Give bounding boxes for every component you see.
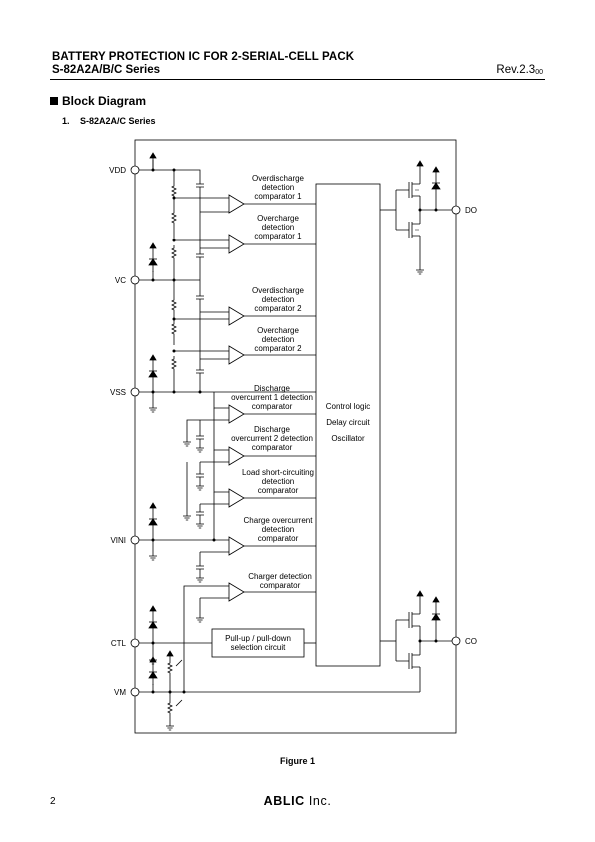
- od2-line-1: Overdischarge: [252, 286, 305, 295]
- chg-line-1: Charger detection: [248, 572, 312, 581]
- pin-vm-label: VM: [114, 688, 126, 697]
- oc1-line-2: detection: [262, 223, 294, 232]
- pin-do-label: DO: [465, 206, 477, 215]
- oc2-line-1: Overcharge: [257, 326, 299, 335]
- lsc-line-2: detection: [262, 477, 294, 486]
- revision-number: Rev.2.3: [496, 64, 536, 76]
- pin-vini-label: VINI: [110, 536, 126, 545]
- pin-do: DO: [451, 205, 477, 215]
- od2-line-3: comparator 2: [254, 304, 302, 313]
- header-rule: [50, 79, 545, 80]
- pin-vss-label: VSS: [110, 388, 126, 397]
- oc2-line-3: comparator 2: [254, 344, 302, 353]
- square-bullet-icon: [50, 97, 58, 105]
- logo-wordmark: ABLIC: [263, 794, 305, 808]
- pin-ctl: CTL: [111, 638, 140, 648]
- oscillator-label: Oscillator: [331, 434, 365, 443]
- oc1-line-3: comparator 1: [254, 232, 302, 241]
- lsc-line-3: comparator: [258, 486, 299, 495]
- revision-subnumber: 00: [535, 69, 543, 76]
- coc-line-2: detection: [262, 525, 294, 534]
- pin-vm: VM: [114, 687, 140, 697]
- doc1-line-1: Discharge: [254, 384, 291, 393]
- doc2-line-1: Discharge: [254, 425, 291, 434]
- od1-line-1: Overdischarge: [252, 174, 305, 183]
- page-number: 2: [50, 796, 56, 807]
- label-overdischarge-comparator-1: Overdischarge detection comparator 1: [252, 174, 305, 201]
- pin-ctl-label: CTL: [111, 639, 127, 648]
- pullup-line-2: selection circuit: [231, 643, 286, 652]
- delay-circuit-label: Delay circuit: [326, 418, 370, 427]
- section-title: Block Diagram: [62, 94, 147, 108]
- label-discharge-overcurrent-1: Discharge overcurrent 1 detection compar…: [231, 384, 313, 411]
- control-block-labels: Control logic Delay circuit Oscillator: [326, 402, 371, 443]
- series-name: S-82A2A/B/C Series: [52, 64, 161, 76]
- oc2-line-2: detection: [262, 335, 294, 344]
- control-logic-block: [315, 183, 381, 667]
- coc-line-3: comparator: [258, 534, 299, 543]
- oc1-line-1: Overcharge: [257, 214, 299, 223]
- pin-co-label: CO: [465, 637, 477, 646]
- label-charger-detection: Charger detection comparator: [248, 572, 312, 590]
- control-logic-label: Control logic: [326, 402, 370, 411]
- pullup-line-1: Pull-up / pull-down: [225, 634, 291, 643]
- label-overcharge-comparator-1: Overcharge detection comparator 1: [254, 214, 302, 241]
- subsection-heading: 1. S-82A2A/C Series: [62, 116, 156, 126]
- company-logo: ABLIC Inc.: [0, 794, 595, 808]
- subsection-number: 1.: [62, 116, 70, 126]
- doc2-line-2: overcurrent 2 detection: [231, 434, 313, 443]
- pin-vini: VINI: [110, 535, 140, 545]
- ic-boundary: [134, 139, 457, 734]
- label-discharge-overcurrent-2: Discharge overcurrent 2 detection compar…: [231, 425, 313, 452]
- doc1-line-2: overcurrent 1 detection: [231, 393, 313, 402]
- label-load-short-circuiting: Load short-circuiting detection comparat…: [242, 468, 314, 495]
- document-title: BATTERY PROTECTION IC FOR 2-SERIAL-CELL …: [52, 51, 355, 63]
- pin-vdd: VDD: [109, 165, 140, 175]
- label-overdischarge-comparator-2: Overdischarge detection comparator 2: [252, 286, 305, 313]
- subsection-title: S-82A2A/C Series: [80, 116, 156, 126]
- section-heading: Block Diagram: [50, 94, 146, 108]
- pullup-pulldown-block: [211, 628, 305, 658]
- pin-vdd-label: VDD: [109, 166, 126, 175]
- od2-line-2: detection: [262, 295, 294, 304]
- label-charge-overcurrent: Charge overcurrent detection comparator: [244, 516, 314, 543]
- pin-vc-label: VC: [115, 276, 126, 285]
- pin-vss: VSS: [110, 387, 140, 397]
- doc2-line-3: comparator: [252, 443, 293, 452]
- logo-inc: Inc.: [308, 794, 332, 808]
- coc-line-1: Charge overcurrent: [244, 516, 314, 525]
- figure-caption: Figure 1: [279, 756, 315, 766]
- pin-vc: VC: [115, 275, 140, 285]
- chg-line-2: comparator: [260, 581, 301, 590]
- revision: Rev.2.300: [496, 64, 543, 76]
- od1-line-2: detection: [262, 183, 294, 192]
- lsc-line-1: Load short-circuiting: [242, 468, 314, 477]
- od1-line-3: comparator 1: [254, 192, 302, 201]
- pullup-block-labels: Pull-up / pull-down selection circuit: [225, 634, 291, 652]
- label-overcharge-comparator-2: Overcharge detection comparator 2: [254, 326, 302, 353]
- pin-co: CO: [451, 636, 477, 646]
- doc1-line-3: comparator: [252, 402, 293, 411]
